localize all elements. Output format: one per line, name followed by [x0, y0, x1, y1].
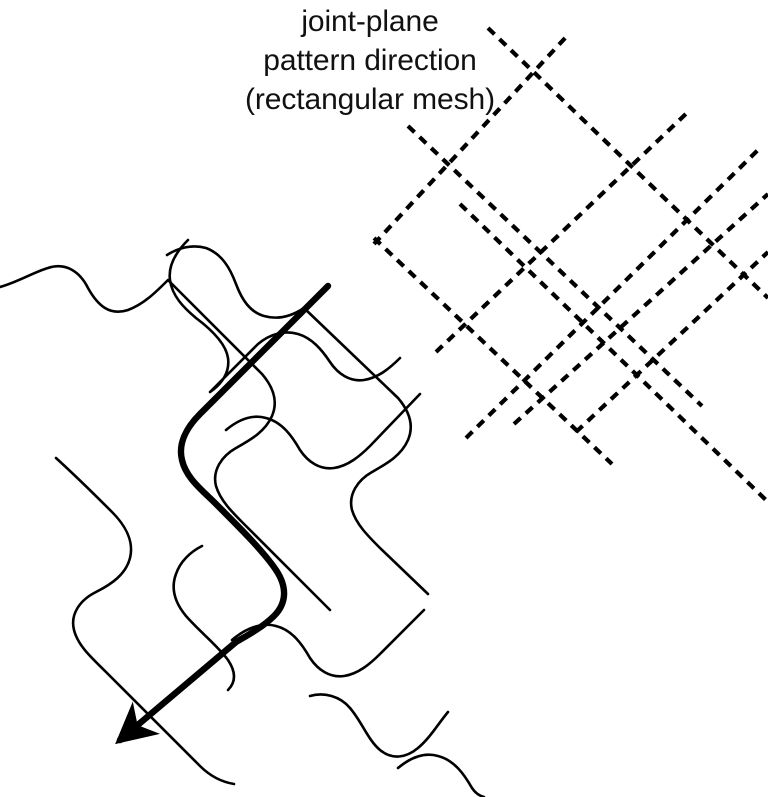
wavy-line-ne-sw-1 — [0, 265, 332, 612]
mesh-set-a — [372, 34, 768, 440]
figure-caption: joint-plane pattern direction (rectangul… — [190, 2, 550, 119]
arrow-shaft — [115, 282, 332, 745]
mesh-line-b2 — [406, 124, 704, 408]
mesh-line-a3 — [464, 144, 764, 440]
wavy-line-nw-se-4 — [308, 693, 450, 758]
caption-line-1: joint-plane — [301, 5, 439, 38]
wavy-line-ne-sw-3 — [54, 456, 236, 786]
mesh-line-a2 — [434, 108, 692, 354]
dashed-mesh-group — [372, 26, 768, 504]
mesh-line-b1 — [486, 26, 768, 300]
wavy-lines-group — [0, 238, 486, 797]
wavy-line-nw-se-1 — [168, 238, 402, 394]
mesh-set-b — [372, 26, 768, 504]
mesh-line-b4 — [458, 202, 768, 504]
wavy-line-ne-sw-4 — [172, 544, 236, 692]
mesh-line-b3 — [372, 236, 614, 466]
wavy-line-nw-se-3 — [230, 608, 426, 678]
caption-line-2: pattern direction — [263, 44, 477, 77]
wavy-line-nw-se-5 — [396, 753, 486, 797]
wavy-line-ne-sw-2 — [165, 245, 430, 596]
caption-line-3: (rectangular mesh) — [245, 83, 495, 116]
mesh-line-a5 — [574, 250, 768, 434]
joint-plane-direction-arrow — [115, 282, 332, 745]
mesh-line-a4 — [512, 192, 768, 426]
wavy-line-nw-se-2 — [224, 392, 422, 470]
